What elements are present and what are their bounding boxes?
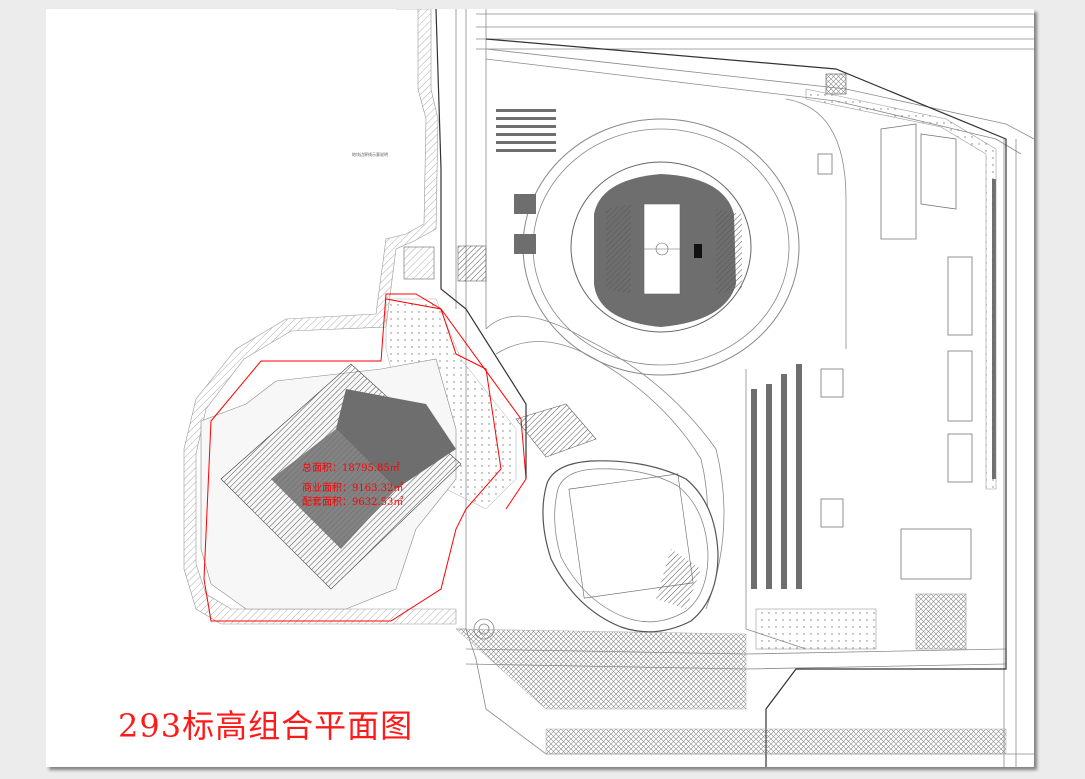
site-plan-drawing <box>183 9 1034 767</box>
commercial-area-label: 商业面积：9163.32㎡ <box>302 483 404 494</box>
internal-roads <box>485 98 847 650</box>
top-roads <box>476 13 1034 155</box>
east-buildings <box>817 73 973 580</box>
total-area-label: 总面积：18795.85㎡ <box>302 463 400 474</box>
stadium <box>522 118 800 376</box>
east-landscape <box>455 88 1007 755</box>
commercial-building <box>200 358 462 610</box>
parking-rows-north <box>496 109 556 254</box>
drawing-title: 293标高组合平面图 <box>118 707 414 745</box>
connector-stairs <box>403 245 597 458</box>
commercial-boundary <box>203 293 527 622</box>
left-boundary <box>183 9 457 625</box>
gymnasium <box>542 460 719 633</box>
roundabout <box>473 618 495 640</box>
supporting-area-label: 配套面积：9632.53㎡ <box>302 497 404 508</box>
drawing-sheet: 地块边界线示意说明 总面积：18795.85㎡ 商业面积：9163.32㎡ 配套… <box>46 9 1034 767</box>
boundary-note: 地块边界线示意说明 <box>352 152 388 157</box>
